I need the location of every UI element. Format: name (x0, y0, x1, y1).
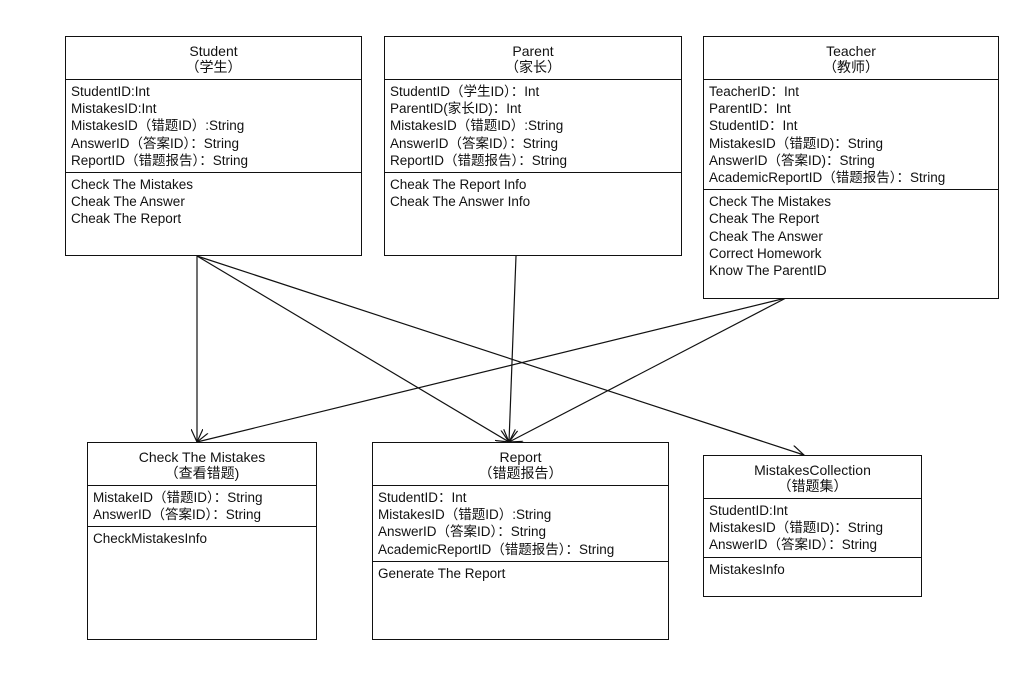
class-parent-operations: Cheak The Report Info Cheak The Answer I… (385, 173, 681, 213)
operation: Cheak The Answer (709, 228, 823, 244)
class-report-name: Report (499, 449, 542, 465)
class-mistakes-collection-header: MistakesCollection （错题集） (704, 456, 921, 499)
attribute: AnswerID（答案ID）：String (390, 135, 559, 151)
operation: MistakesInfo (709, 561, 785, 577)
class-mistakes-collection-subtitle: （错题集） (777, 478, 848, 494)
attribute: AnswerID（答案ID)：String (709, 152, 875, 168)
attribute: AcademicReportID（错题报告）：String (709, 170, 946, 186)
attribute: MistakeID（错题ID）：String (93, 490, 263, 505)
class-report: Report （错题报告） StudentID：Int MistakesID（错… (372, 442, 669, 640)
class-mistakes-collection-attributes: StudentID:Int MistakesID（错题ID)：String An… (704, 499, 921, 558)
arrow-teacher-to-report (509, 297, 787, 442)
attribute: TeacherID：Int (709, 84, 800, 99)
class-mistakes-collection-operations: MistakesInfo (704, 558, 921, 581)
class-teacher-header: Teacher （教师） (704, 37, 998, 80)
attribute: StudentID：Int (709, 118, 798, 134)
class-check-mistakes-subtitle: （查看错题) (164, 465, 240, 481)
class-teacher-name: Teacher (826, 43, 876, 59)
class-report-header: Report （错题报告） (373, 443, 668, 486)
operation: Check The Mistakes (709, 194, 832, 210)
attribute: AnswerID（答案ID）：String (71, 135, 240, 151)
class-teacher: Teacher （教师） TeacherID：Int ParentID：Int … (703, 36, 999, 299)
class-teacher-subtitle: （教师） (823, 59, 879, 75)
attribute: StudentID（学生ID）：Int (390, 84, 540, 99)
operation: Cheak The Report (709, 211, 820, 227)
attribute: MistakesID（错题ID）:String (378, 507, 552, 523)
attribute: ParentID：Int (709, 101, 791, 117)
class-check-mistakes-header: Check The Mistakes （查看错题) (88, 443, 316, 486)
class-student-subtitle: （学生） (185, 59, 242, 75)
class-parent-subtitle: （家长） (505, 59, 561, 75)
attribute: MistakesID（错题ID）:String (71, 118, 245, 134)
attribute: ReportID（错题报告）：String (390, 152, 568, 168)
class-student: Student （学生） StudentID:Int MistakesID:In… (65, 36, 362, 256)
class-parent: Parent （家长） StudentID（学生ID）：Int ParentID… (384, 36, 682, 256)
attribute: MistakesID（错题ID)：String (709, 135, 884, 151)
operation: Cheak The Answer Info (390, 194, 531, 210)
attribute: AnswerID（答案ID）：String (93, 507, 262, 523)
operation: Check The Mistakes (71, 177, 194, 193)
class-parent-header: Parent （家长） (385, 37, 681, 80)
arrow-teacher-to-check-mistakes (197, 297, 787, 442)
class-check-mistakes-attributes: MistakeID（错题ID）：String AnswerID（答案ID）：St… (88, 486, 316, 528)
operation: Generate The Report (378, 565, 506, 581)
attribute: StudentID:Int (709, 503, 788, 518)
operation: CheckMistakesInfo (93, 531, 208, 547)
operation: Cheak The Answer (71, 194, 185, 210)
class-teacher-attributes: TeacherID：Int ParentID：Int StudentID：Int… (704, 80, 998, 191)
arrow-student-to-report (196, 255, 509, 442)
class-check-mistakes: Check The Mistakes （查看错题) MistakeID（错题ID… (87, 442, 317, 640)
attribute: AnswerID（答案ID）：String (709, 537, 878, 553)
attribute: AcademicReportID（错题报告）：String (378, 541, 615, 557)
arrow-parent-to-report (509, 255, 517, 442)
attribute: ReportID（错题报告）：String (71, 152, 249, 168)
class-mistakes-collection-name: MistakesCollection (754, 462, 871, 478)
class-report-operations: Generate The Report (373, 562, 668, 585)
class-student-attributes: StudentID:Int MistakesID:Int MistakesID（… (66, 80, 361, 174)
class-student-name: Student (189, 43, 238, 59)
class-parent-name: Parent (512, 43, 554, 59)
attribute: ParentID(家长ID)：Int (390, 101, 522, 117)
attribute: StudentID：Int (378, 490, 467, 505)
class-report-subtitle: （错题报告） (478, 465, 563, 481)
attribute: AnswerID（答案ID）：String (378, 524, 547, 540)
attribute: MistakesID:Int (71, 101, 157, 117)
class-student-operations: Check The Mistakes Cheak The Answer Chea… (66, 173, 361, 231)
class-check-mistakes-operations: CheckMistakesInfo (88, 527, 316, 550)
operation: Cheak The Report Info (390, 177, 527, 193)
operation: Correct Homework (709, 245, 822, 261)
operation: Cheak The Report (71, 211, 182, 227)
attribute: MistakesID（错题ID）:String (390, 118, 564, 134)
class-mistakes-collection: MistakesCollection （错题集） StudentID:Int M… (703, 455, 922, 597)
class-parent-attributes: StudentID（学生ID）：Int ParentID(家长ID)：Int M… (385, 80, 681, 174)
class-report-attributes: StudentID：Int MistakesID（错题ID）:String An… (373, 486, 668, 562)
class-teacher-operations: Check The Mistakes Cheak The Report Chea… (704, 190, 998, 282)
attribute: StudentID:Int (71, 84, 150, 99)
class-student-header: Student （学生） (66, 37, 361, 80)
operation: Know The ParentID (709, 263, 827, 279)
attribute: MistakesID（错题ID)：String (709, 520, 884, 536)
class-check-mistakes-name: Check The Mistakes (138, 449, 266, 465)
